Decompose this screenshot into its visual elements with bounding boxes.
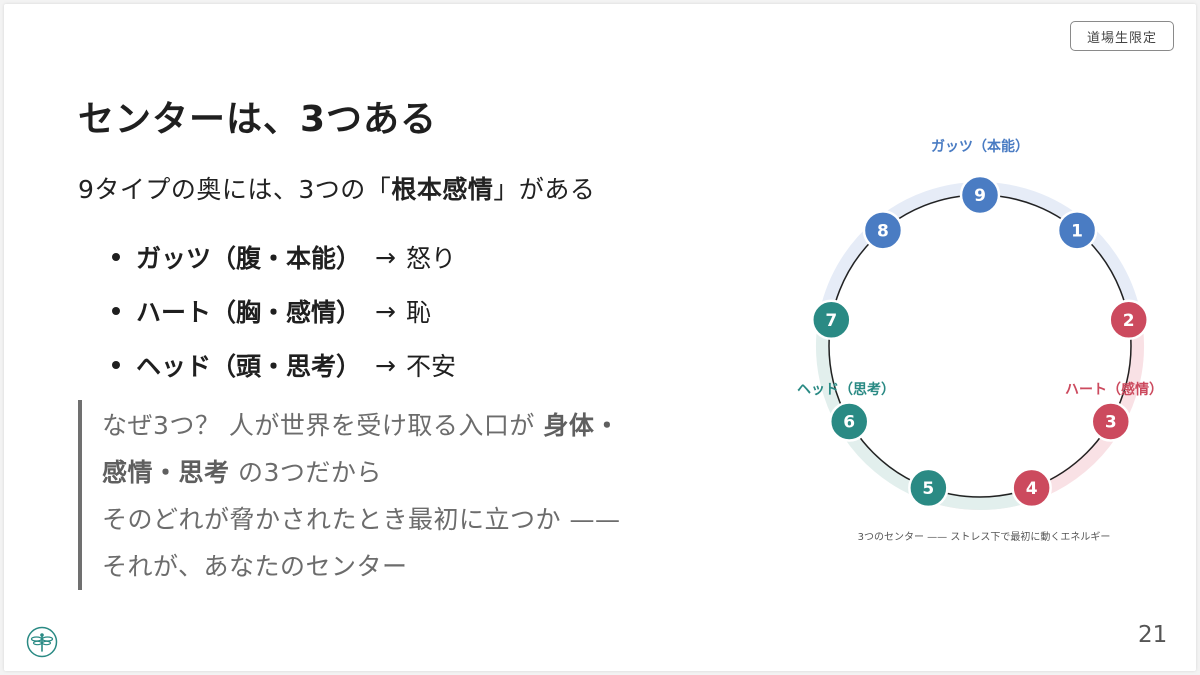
type-node-label: 2	[1123, 311, 1135, 331]
quote-text: なぜ3つ？ 人が世界を受け取る入口が	[102, 411, 544, 440]
type-node-label: 1	[1071, 221, 1083, 241]
bullet-emotion: 恥	[405, 298, 431, 327]
type-node-circle	[1056, 210, 1098, 251]
subtitle-prefix: 9タイプの奥には、3つの「	[78, 175, 392, 204]
type-node-label: 5	[922, 479, 934, 499]
bullet-emotion: 怒り	[405, 244, 456, 273]
heart-center-label: ハート（感情）	[1065, 381, 1163, 398]
members-only-badge: 道場生限定	[1070, 21, 1174, 51]
bullet-emotion: 不安	[405, 352, 456, 381]
type-node-circle	[1090, 401, 1132, 442]
quote-text: の3つだから	[229, 458, 382, 487]
center-list: ガッツ（腹・本能） → 怒り ハート（胸・感情） → 恥 ヘッド（頭・思考） →…	[112, 230, 456, 392]
type-node-circle	[1011, 467, 1052, 509]
quote-line-3: そのどれが脅かされたとき最初に立つか ——	[102, 505, 621, 534]
type-node-8: 8	[862, 210, 904, 251]
bullet-label: ガッツ（腹・本能）	[136, 244, 362, 273]
quote-line-4: それが、あなたのセンター	[102, 552, 408, 581]
bullet-label: ハート（胸・感情）	[136, 298, 362, 327]
quote-bold: 身体・	[543, 411, 620, 440]
arrow-icon: →	[375, 242, 396, 272]
type-node-2: 2	[1108, 299, 1149, 341]
head-band	[816, 311, 1041, 510]
type-node-circle	[908, 467, 949, 509]
type-node-label: 9	[974, 186, 986, 206]
dragonfly-logo-icon	[26, 626, 58, 658]
type-node-label: 3	[1105, 413, 1117, 433]
head-center-label: ヘッド（思考）	[797, 381, 895, 398]
type-node-circle	[811, 299, 852, 341]
type-node-1: 1	[1056, 210, 1098, 251]
type-node-label: 6	[843, 413, 855, 433]
bullet-dot	[112, 253, 120, 261]
slide-title: センターは、3つある	[78, 99, 438, 140]
diagram-caption: 3つのセンター —— ストレス下で最初に動くエネルギー	[858, 530, 1111, 543]
quote-bold: 感情・思考	[102, 458, 230, 487]
enneagram-centers-diagram: ガッツ（本能） ハート（感情） ヘッド（思考） 9 1 2 3 4 5 6 7 8 3つのセンタ…	[797, 138, 1163, 543]
type-node-circle	[1108, 299, 1149, 341]
bullet-dot	[112, 361, 120, 369]
bullet-dot	[112, 307, 120, 315]
list-item-heart: ハート（胸・感情） → 恥	[112, 284, 456, 338]
arrow-icon: →	[375, 350, 396, 380]
subtitle-suffix: 」がある	[493, 175, 596, 204]
quote-line-1: なぜ3つ？ 人が世界を受け取る入口が 身体・	[102, 402, 678, 449]
list-item-gut: ガッツ（腹・本能） → 怒り	[112, 230, 456, 284]
subtitle-bold: 根本感情	[391, 175, 494, 204]
page-number: 21	[1138, 622, 1168, 648]
type-node-3: 3	[1090, 401, 1132, 442]
quote-block: なぜ3つ？ 人が世界を受け取る入口が 身体・ 感情・思考 の3つだから そのどれ…	[78, 400, 678, 590]
type-node-circle	[959, 174, 1001, 216]
type-nodes: 9 1 2 3 4 5 6 7 8	[811, 174, 1149, 509]
type-node-circle	[862, 210, 904, 251]
arrow-icon: →	[375, 296, 396, 326]
type-node-4: 4	[1011, 467, 1052, 509]
type-node-label: 7	[825, 311, 837, 331]
bullet-label: ヘッド（頭・思考）	[136, 352, 362, 381]
type-node-label: 8	[877, 221, 889, 241]
type-node-6: 6	[828, 401, 870, 442]
list-item-head: ヘッド（頭・思考） → 不安	[112, 338, 456, 392]
slide-subtitle: 9タイプの奥には、3つの「根本感情」がある	[78, 170, 595, 206]
type-node-label: 4	[1026, 479, 1038, 499]
slide: 道場生限定 センターは、3つある 9タイプの奥には、3つの「根本感情」がある ガ…	[4, 4, 1196, 671]
type-node-circle	[828, 401, 870, 442]
type-node-7: 7	[811, 299, 852, 341]
type-node-5: 5	[908, 467, 949, 509]
gut-center-label: ガッツ（本能）	[931, 138, 1029, 155]
type-node-9: 9	[959, 174, 1001, 216]
quote-line-2: 感情・思考 の3つだから	[102, 449, 678, 496]
